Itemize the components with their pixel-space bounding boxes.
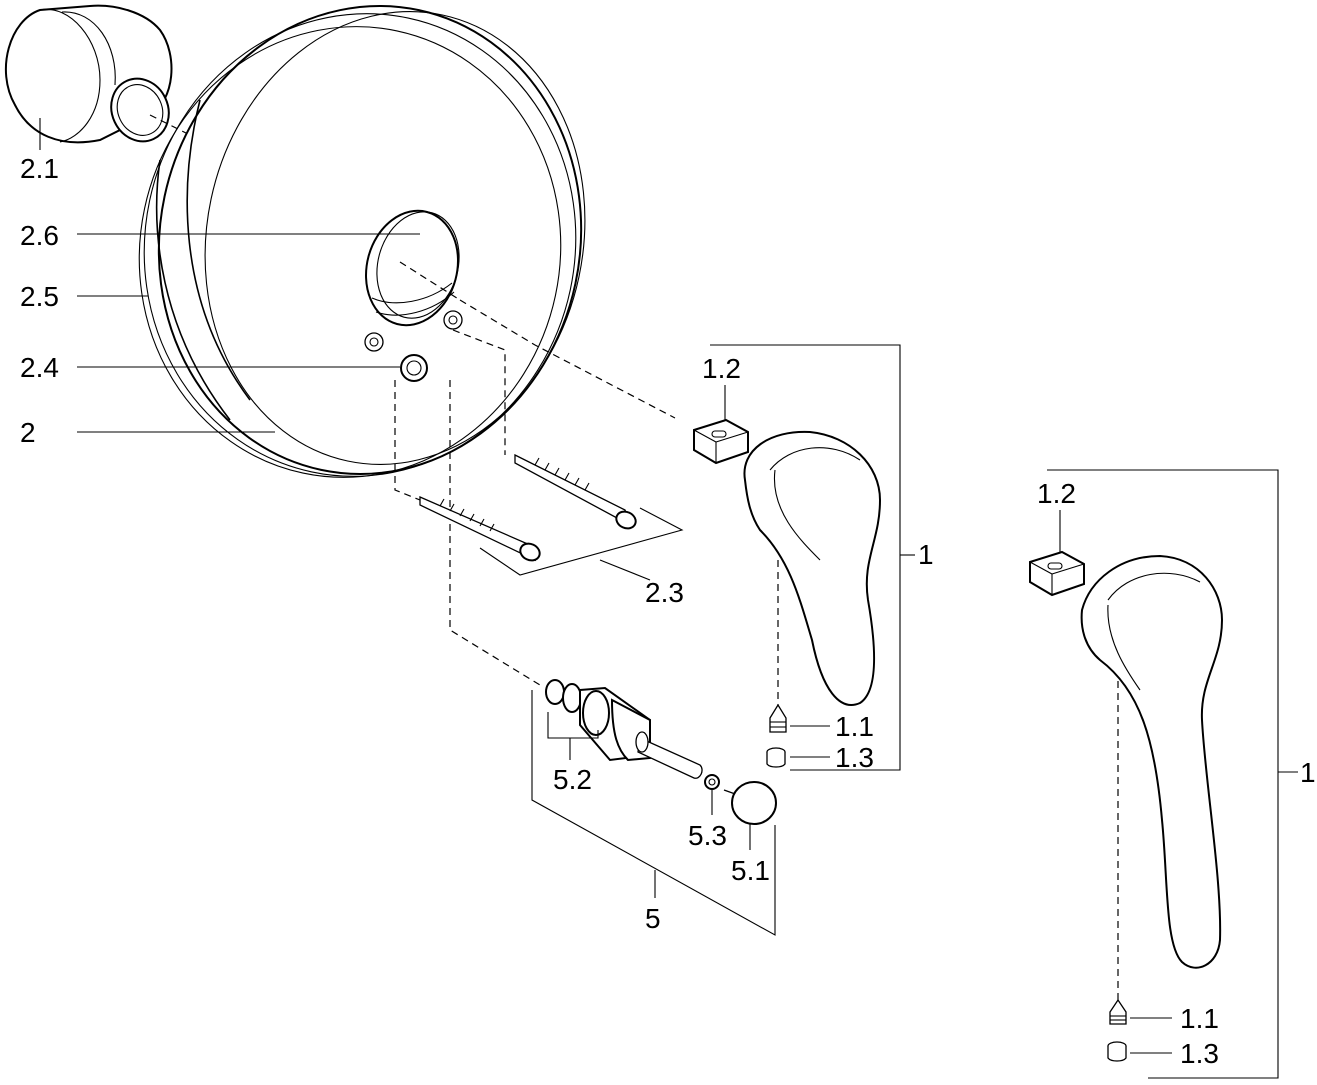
- label-2: 2: [20, 417, 36, 448]
- rosette-part-2: [138, 5, 586, 478]
- lever-handle-a: [693, 344, 915, 771]
- cartridge-part-5: [531, 679, 777, 936]
- sleeve-part-2-1: [4, 4, 201, 144]
- label-2-1: 2.1: [20, 153, 59, 184]
- screws-part-2-3: [419, 453, 684, 581]
- label-5-2: 5.2: [553, 764, 592, 795]
- label-1-3-b: 1.3: [1180, 1038, 1219, 1069]
- label-2-3: 2.3: [645, 577, 684, 608]
- lever-handle-b: [1029, 469, 1298, 1079]
- label-1-3-a: 1.3: [835, 742, 874, 773]
- label-1-b: 1: [1300, 757, 1316, 788]
- label-1-1-a: 1.1: [835, 711, 874, 742]
- leader-lines: [39, 118, 1172, 1054]
- part-labels: 2.1 2.6 2.5 2.4 2 2.3 1.2 1 1.1 1.3 5.2 …: [20, 153, 1316, 1069]
- label-2-6: 2.6: [20, 220, 59, 251]
- label-1-2-b: 1.2: [1037, 478, 1076, 509]
- label-2-5: 2.5: [20, 281, 59, 312]
- label-1-1-b: 1.1: [1180, 1003, 1219, 1034]
- label-1-a: 1: [918, 539, 934, 570]
- label-2-4: 2.4: [20, 352, 59, 383]
- label-5: 5: [645, 903, 661, 934]
- label-5-1: 5.1: [731, 855, 770, 886]
- projection-lines: [394, 299, 1119, 1000]
- label-5-3: 5.3: [688, 820, 727, 851]
- label-1-2-a: 1.2: [702, 353, 741, 384]
